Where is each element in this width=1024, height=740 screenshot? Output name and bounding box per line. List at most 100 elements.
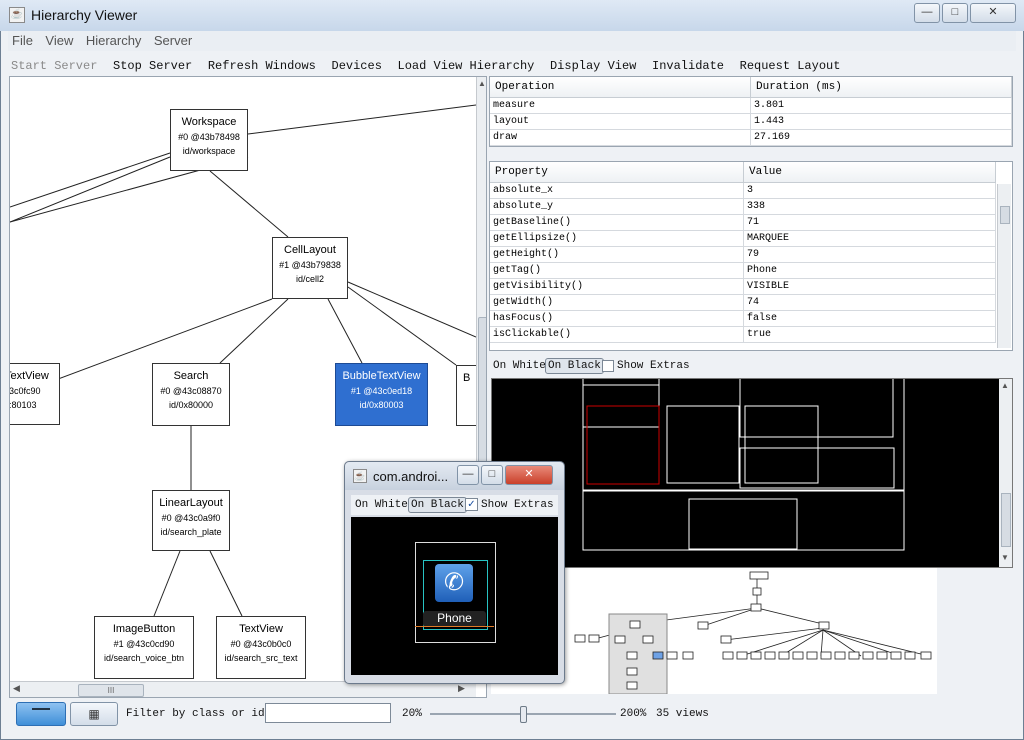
start-server-button[interactable]: Start Server: [11, 59, 97, 73]
tree-node[interactable]: TextView 3c0fc90 :80103: [9, 363, 60, 425]
java-icon: ☕: [9, 7, 25, 23]
zoom-slider[interactable]: [430, 713, 616, 715]
table-row[interactable]: absolute_x3: [490, 183, 996, 199]
property-name: getEllipsize(): [490, 231, 744, 247]
menu-hierarchy[interactable]: Hierarchy: [86, 33, 142, 48]
timing-table: Operation Duration (ms) measure 3.801 la…: [489, 76, 1013, 147]
tree-node[interactable]: TextView #0 @43c0b0c0 id/search_src_text: [216, 616, 306, 679]
filter-label: Filter by class or id:: [126, 708, 271, 720]
tree-layout-icon: [32, 708, 50, 722]
table-row[interactable]: measure 3.801: [490, 98, 1012, 114]
table-row[interactable]: getBaseline()71: [490, 215, 996, 231]
devices-button[interactable]: Devices: [332, 59, 382, 73]
overlay-close-button[interactable]: ✕: [505, 465, 553, 485]
property-name: isClickable(): [490, 327, 744, 343]
table-row[interactable]: hasFocus()false: [490, 311, 996, 327]
request-layout-button[interactable]: Request Layout: [740, 59, 841, 73]
menu-file[interactable]: File: [12, 33, 33, 48]
layout-preview[interactable]: ▲ ▼: [491, 378, 1013, 568]
tree-view-toggle[interactable]: [16, 702, 66, 726]
property-name: absolute_x: [490, 183, 744, 199]
scroll-up-icon[interactable]: ▲: [478, 79, 486, 88]
menu-view[interactable]: View: [45, 33, 73, 48]
table-row[interactable]: getEllipsize()MARQUEE: [490, 231, 996, 247]
scroll-left-icon[interactable]: ◀: [13, 683, 20, 694]
overlay-options: On White On Black ✓ Show Extras: [351, 495, 558, 515]
properties-header-value[interactable]: Value: [744, 162, 996, 183]
preview-scrollbar[interactable]: ▲ ▼: [999, 379, 1012, 567]
node-hash: #0 @43b78498: [171, 132, 247, 142]
table-row[interactable]: isClickable()true: [490, 327, 996, 343]
property-name: getVisibility(): [490, 279, 744, 295]
phone-icon: ✆: [435, 564, 473, 602]
tree-node[interactable]: CellLayout #1 @43b79838 id/cell2: [272, 237, 348, 299]
scroll-down-icon[interactable]: ▼: [1001, 553, 1009, 562]
maximize-button[interactable]: □: [942, 3, 968, 23]
tree-node[interactable]: Search #0 @43c08870 id/0x80000: [152, 363, 230, 426]
overlay-baseline: [415, 626, 494, 627]
invalidate-button[interactable]: Invalidate: [652, 59, 724, 73]
overlay-title: com.androi...: [373, 469, 448, 484]
menu-server[interactable]: Server: [154, 33, 192, 48]
load-view-hierarchy-button[interactable]: Load View Hierarchy: [398, 59, 535, 73]
overlay-preview[interactable]: ✆ Phone: [351, 517, 558, 675]
tree-node[interactable]: Workspace #0 @43b78498 id/workspace: [170, 109, 248, 171]
tree-node-selected[interactable]: BubbleTextView #1 @43c0ed18 id/0x80003: [335, 363, 428, 426]
table-row[interactable]: getHeight()79: [490, 247, 996, 263]
tree-node[interactable]: LinearLayout #0 @43c0a9f0 id/search_plat…: [152, 490, 230, 551]
timing-cell: 27.169: [751, 130, 1012, 146]
menu-bar: File View Hierarchy Server: [8, 31, 1016, 51]
overlay-title-bar[interactable]: ☕ com.androi... — □ ✕: [345, 462, 564, 490]
java-icon: ☕: [353, 469, 367, 483]
tree-node[interactable]: ImageButton #1 @43c0cd90 id/search_voice…: [94, 616, 194, 679]
zoom-min-label: 20%: [402, 708, 422, 720]
node-id: :80103: [9, 400, 59, 410]
on-black-button[interactable]: On Black: [545, 358, 604, 374]
tree-hscroll-thumb[interactable]: III: [78, 684, 144, 697]
pixel-perfect-window[interactable]: ☕ com.androi... — □ ✕ On White On Black …: [344, 461, 565, 684]
node-hash: #0 @43c0b0c0: [217, 639, 305, 649]
filter-input[interactable]: [265, 703, 391, 723]
overlay-on-white-button[interactable]: On White: [355, 499, 408, 511]
node-name: LinearLayout: [153, 497, 229, 509]
table-row[interactable]: layout 1.443: [490, 114, 1012, 130]
zoom-slider-thumb[interactable]: [520, 706, 527, 723]
property-value: 3: [744, 183, 996, 199]
node-name: Workspace: [171, 116, 247, 128]
display-view-button[interactable]: Display View: [550, 59, 636, 73]
overlay-minimize-button[interactable]: —: [457, 465, 479, 485]
properties-scroll-thumb[interactable]: [1000, 206, 1010, 224]
refresh-windows-button[interactable]: Refresh Windows: [208, 59, 316, 73]
on-white-button[interactable]: On White: [493, 360, 546, 372]
timing-header-duration[interactable]: Duration (ms): [751, 77, 1012, 98]
overlay-on-black-button[interactable]: On Black: [408, 497, 467, 513]
overlay-maximize-button[interactable]: □: [481, 465, 503, 485]
table-row[interactable]: absolute_y338: [490, 199, 996, 215]
node-hash: #0 @43c08870: [153, 386, 229, 396]
grid-view-toggle[interactable]: ▦: [70, 702, 118, 726]
properties-header-property[interactable]: Property: [490, 162, 744, 183]
table-row[interactable]: getVisibility()VISIBLE: [490, 279, 996, 295]
table-row[interactable]: getWidth()74: [490, 295, 996, 311]
preview-scroll-thumb[interactable]: [1001, 493, 1011, 547]
scroll-up-icon[interactable]: ▲: [1001, 381, 1009, 390]
overlay-show-extras-checkbox[interactable]: ✓: [465, 498, 478, 511]
timing-cell: 3.801: [751, 98, 1012, 114]
scroll-right-icon[interactable]: ▶: [458, 683, 465, 694]
node-id: id/0x80003: [336, 400, 427, 410]
properties-scrollbar[interactable]: [997, 184, 1011, 348]
timing-cell: draw: [490, 130, 751, 146]
show-extras-checkbox[interactable]: [602, 360, 614, 372]
minimize-button[interactable]: —: [914, 3, 940, 23]
property-name: getBaseline(): [490, 215, 744, 231]
phone-label: Phone: [423, 611, 486, 625]
grid-icon: ▦: [88, 707, 99, 721]
stop-server-button[interactable]: Stop Server: [113, 59, 192, 73]
node-hash: #1 @43c0cd90: [95, 639, 193, 649]
timing-header-operation[interactable]: Operation: [490, 77, 751, 98]
close-button[interactable]: ✕: [970, 3, 1016, 23]
properties-table: Property Value absolute_x3 absolute_y338…: [489, 161, 1013, 351]
table-row[interactable]: getTag()Phone: [490, 263, 996, 279]
table-row[interactable]: draw 27.169: [490, 130, 1012, 146]
